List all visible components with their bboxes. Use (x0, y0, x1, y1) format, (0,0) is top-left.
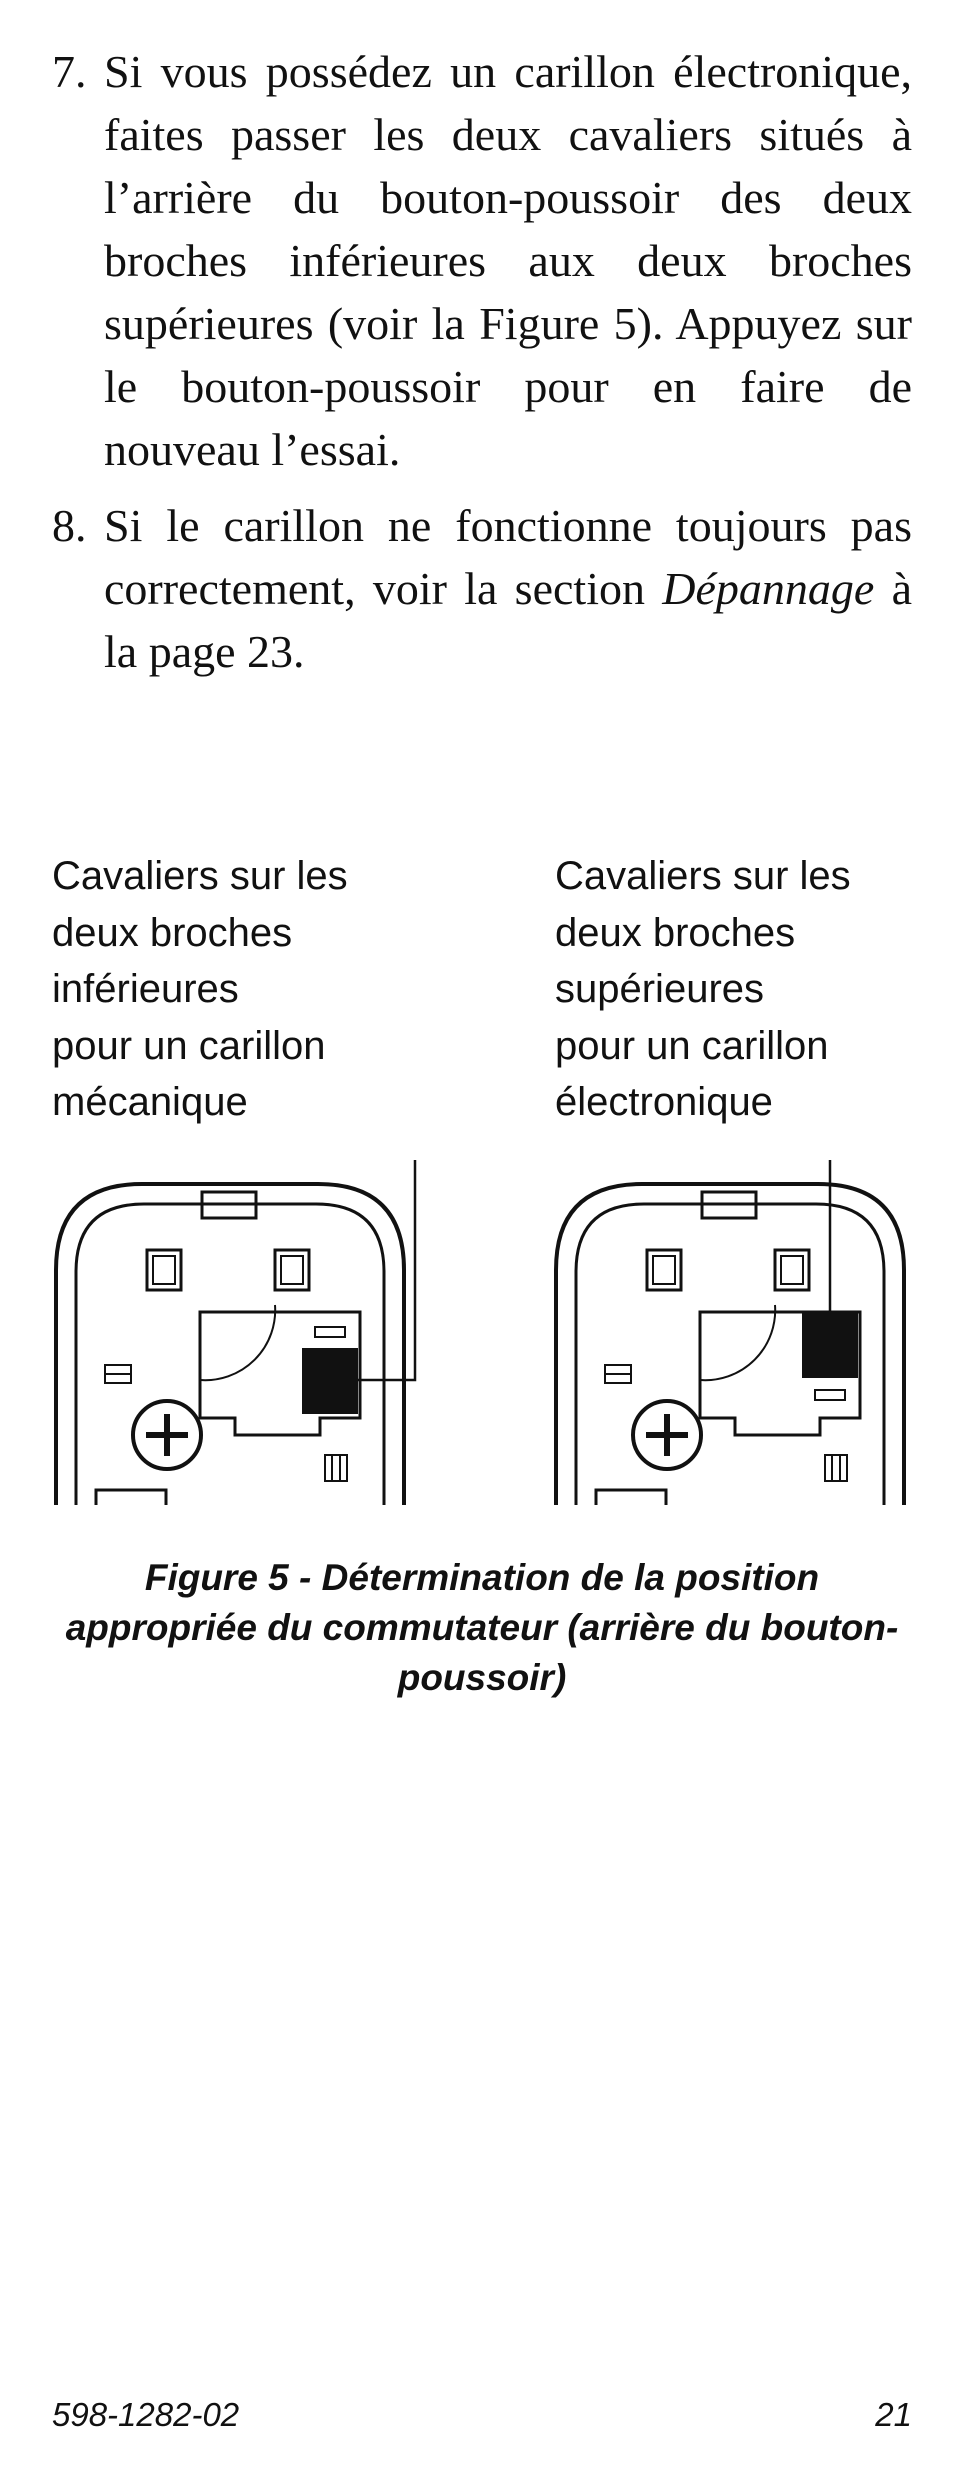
step-7-number: 7. (52, 46, 87, 97)
step-8-emphasis: Dépannage (662, 563, 875, 614)
step-8-text-before: Si le carillon ne fonctionne toujours pa… (104, 500, 912, 614)
callout-leader-right (828, 1160, 832, 1312)
figure-label-left: Cavaliers sur les deux broches inférieur… (52, 854, 348, 1124)
document-number: 598-1282-02 (52, 2396, 240, 2433)
step-8-text-after: à la page 23. (104, 563, 913, 677)
figure-5-illustration (54, 1160, 906, 1505)
jumper-block-lower (302, 1348, 358, 1414)
step-8: 8. Si le carillon ne fonctionne toujours… (52, 494, 912, 683)
step-7-text: Si vous possédez un carillon électroniqu… (104, 46, 912, 475)
page-number: 21 (875, 2396, 912, 2433)
step-8-number: 8. (52, 500, 87, 551)
figure-caption: Figure 5 - Détermination de la position … (65, 1557, 899, 1698)
jumper-block-upper (802, 1312, 858, 1378)
step-7: 7. Si vous possédez un carillon électron… (52, 40, 912, 481)
pushbutton-back-electronic (554, 1182, 906, 1505)
pushbutton-back-mechanical (54, 1182, 406, 1505)
steps-list: 7. Si vous possédez un carillon électron… (52, 40, 912, 696)
figure-label-right: Cavaliers sur les deux broches supérieur… (555, 854, 851, 1124)
callout-leader-left (358, 1160, 417, 1382)
